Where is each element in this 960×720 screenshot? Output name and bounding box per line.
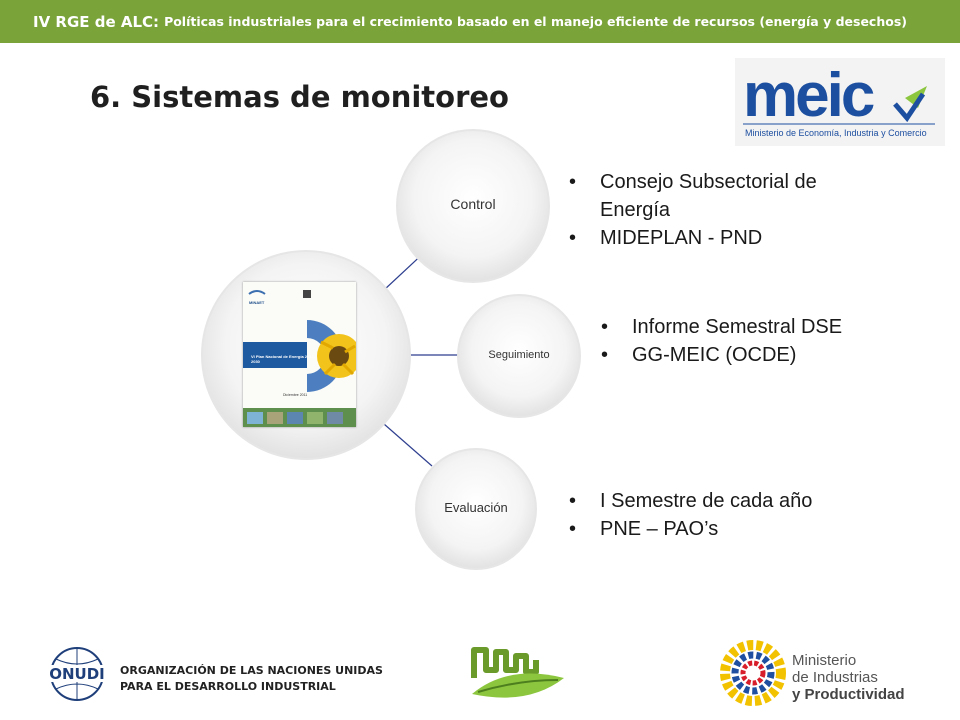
list-item: •Consejo Subsectorial de Energía [569, 171, 817, 221]
mipro-name: Ministerio de Industrias y Productividad [792, 652, 905, 703]
evaluacion-bullets: •I Semestre de cada año •PNE – PAO’s [569, 487, 889, 543]
meic-caption: Ministerio de Economía, Industria y Come… [745, 128, 927, 138]
node-label-seguimiento: Seguimiento [488, 349, 550, 361]
banner-subtitle: Políticas industriales para el crecimien… [164, 14, 907, 29]
report-cover-art: MINAET Diciembre 2011 [243, 282, 356, 427]
control-bullets: •Consejo Subsectorial de Energía •MIDEPL… [569, 168, 869, 252]
node-label-control: Control [450, 196, 496, 212]
mipro-line-2: de Industrias [792, 669, 905, 686]
connector-evaluacion [383, 423, 433, 467]
slide-title: 6. Sistemas de monitoreo [90, 80, 509, 114]
onudi-emblem: ONUDI [44, 647, 110, 701]
cover-title: VI Plan Nacional de Energía 2012-2030 [251, 354, 316, 364]
mipro-line-2-text: de Industrias [792, 669, 878, 686]
leaf-logo [471, 647, 564, 698]
cover-org: MINAET [249, 300, 265, 305]
list-item: •I Semestre de cada año [569, 490, 813, 512]
list-item: •PNE – PAO’s [569, 518, 719, 540]
onudi-name: ORGANIZACIÓN DE LAS NACIONES UNIDAS PARA… [120, 663, 383, 695]
list-item: •GG-MEIC (OCDE) [601, 344, 797, 366]
banner-title: IV RGE de ALC: [33, 12, 160, 31]
list-item: •MIDEPLAN - PND [569, 227, 763, 249]
report-cover: MINAET Diciembre 2011 VI Plan Nacional d… [243, 282, 356, 427]
meic-logo: meic Ministerio de Economía, Industria y… [735, 58, 945, 146]
header-banner: IV RGE de ALC: Políticas industriales pa… [0, 0, 960, 43]
list-item: •Informe Semestral DSE [601, 316, 843, 338]
onudi-line-2: PARA EL DESARROLLO INDUSTRIAL [120, 680, 336, 693]
onudi-line-1: ORGANIZACIÓN DE LAS NACIONES UNIDAS [120, 664, 383, 677]
onudi-emblem-text: ONUDI [49, 665, 105, 683]
meic-wordmark: meic [743, 61, 874, 130]
cover-date: Diciembre 2011 [283, 393, 307, 397]
connector-control [383, 248, 429, 291]
mipro-emblem [720, 640, 786, 706]
node-label-evaluacion: Evaluación [444, 500, 508, 515]
seguimiento-bullets: •Informe Semestral DSE •GG-MEIC (OCDE) [601, 313, 901, 369]
mipro-line-3: y Productividad [792, 686, 905, 703]
mipro-line-1: Ministerio [792, 652, 857, 669]
